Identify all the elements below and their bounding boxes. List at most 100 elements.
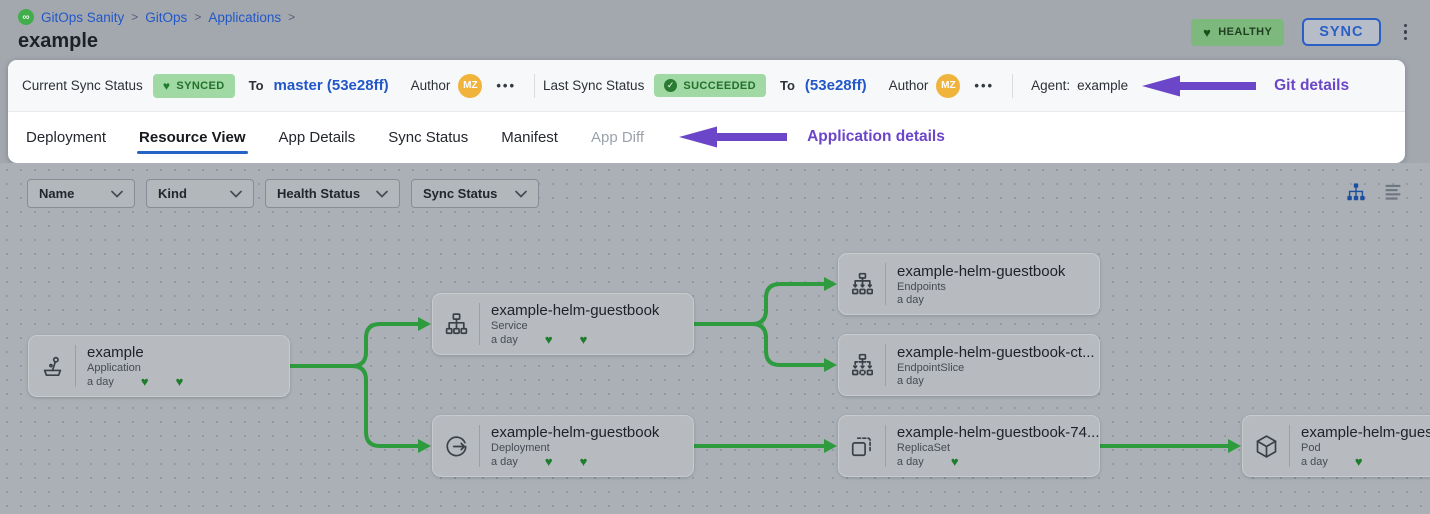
node-name: example-helm-guestbook	[491, 302, 660, 319]
gitops-runtime-icon: ∞	[18, 9, 34, 25]
git-details-annotation-arrow-icon	[1142, 75, 1257, 96]
section-divider	[1012, 73, 1014, 98]
filter-label: Name	[39, 186, 75, 201]
filter-health-status-dropdown[interactable]: Health Status	[265, 179, 400, 208]
service-icon	[433, 311, 479, 338]
node-age: a day	[897, 293, 924, 306]
heart-icon: ♥	[950, 454, 959, 468]
filter-label: Kind	[158, 186, 187, 201]
synced-badge: ♥ SYNCED	[152, 73, 235, 98]
tab-manifest[interactable]: Manifest	[501, 128, 558, 146]
synced-badge-label: SYNCED	[176, 79, 225, 92]
pod-icon	[1243, 433, 1289, 460]
node-kind: Pod	[1301, 442, 1321, 454]
chevron-down-icon	[111, 190, 123, 198]
node-name: example-helm-guestbook-ct...	[897, 343, 1095, 361]
current-revision-link[interactable]: master (53e28ff)	[273, 77, 389, 94]
sync-button[interactable]: SYNC	[1302, 18, 1381, 46]
more-options-icon[interactable]: •••	[974, 78, 995, 93]
author-avatar[interactable]: MZ	[936, 73, 961, 98]
node-name: example-helm-guest	[1301, 424, 1430, 441]
more-options-icon[interactable]: •••	[496, 78, 517, 93]
heart-icon: ♥	[544, 332, 553, 346]
application-details-card: Current Sync Status ♥ SYNCED To master (…	[8, 60, 1405, 163]
author-label: Author	[410, 78, 451, 93]
node-age: a day	[896, 455, 924, 468]
health-status-badge: ♥ HEALTHY	[1191, 18, 1285, 46]
node-kind: Application	[87, 362, 141, 374]
tab-sync-status[interactable]: Sync Status	[388, 128, 469, 146]
node-divider	[479, 303, 480, 345]
node-age: a day	[87, 375, 114, 388]
author-avatar[interactable]: MZ	[458, 73, 483, 98]
node-name: example	[87, 344, 144, 361]
node-age: a day	[1301, 455, 1328, 468]
node-divider	[885, 263, 886, 305]
resource-tree-canvas: Name Kind Health Status Sync Status	[0, 163, 1430, 514]
filter-sync-status-dropdown[interactable]: Sync Status	[411, 179, 539, 208]
filter-kind-dropdown[interactable]: Kind	[146, 179, 254, 208]
git-details-annotation: Git details	[1274, 76, 1350, 94]
node-age: a day	[897, 374, 924, 387]
view-toggle	[1345, 181, 1404, 203]
replicaset-icon	[839, 433, 885, 460]
author-label: Author	[888, 78, 929, 93]
endpointslice-icon	[839, 352, 885, 379]
succeeded-badge: ✓ SUCCEEDED	[654, 74, 766, 97]
heart-icon: ♥	[175, 374, 184, 388]
node-name: example-helm-guestbook-74...	[896, 424, 1099, 441]
filter-label: Sync Status	[423, 186, 498, 201]
tab-app-diff[interactable]: App Diff	[590, 128, 645, 146]
application-icon	[29, 353, 75, 380]
agent-value: example	[1077, 78, 1129, 93]
node-body: example-helm-guestbook-ct...EndpointSlic…	[886, 344, 1095, 387]
check-circle-icon: ✓	[664, 79, 678, 92]
node-name: example-helm-guestbook	[491, 424, 660, 441]
deployment-icon	[433, 433, 479, 460]
heart-icon: ♥	[162, 78, 171, 93]
chevron-down-icon	[376, 190, 388, 198]
filters-bar: Name Kind Health Status Sync Status	[27, 179, 539, 208]
node-kind: ReplicaSet	[896, 442, 951, 454]
last-revision-link[interactable]: (53e28ff)	[804, 77, 867, 94]
node-kind: Service	[491, 320, 528, 332]
breadcrumb: ∞ GitOps Sanity > GitOps > Applications …	[18, 9, 295, 25]
breadcrumb-link-applications[interactable]: Applications	[208, 9, 282, 25]
application-details-annotation-arrow-icon	[679, 126, 788, 148]
heart-icon: ♥	[579, 332, 588, 346]
node-age: a day	[491, 333, 518, 346]
tab-resource-view[interactable]: Resource View	[137, 112, 248, 162]
breadcrumb-link-gitops[interactable]: GitOps	[145, 9, 188, 25]
heart-icon: ♥	[1203, 24, 1212, 40]
tree-view-icon[interactable]	[1345, 181, 1367, 203]
breadcrumb-separator: >	[288, 10, 296, 24]
breadcrumb-link-gitops-sanity[interactable]: GitOps Sanity	[41, 9, 125, 25]
graph-node-endpointslice[interactable]: example-helm-guestbook-ct...EndpointSlic…	[838, 334, 1100, 396]
filter-name-dropdown[interactable]: Name	[27, 179, 135, 208]
health-badge-label: HEALTHY	[1218, 26, 1273, 38]
heart-icon: ♥	[1354, 454, 1363, 468]
list-view-icon[interactable]	[1382, 181, 1404, 203]
node-divider	[884, 425, 886, 467]
node-name: example-helm-guestbook	[897, 262, 1066, 280]
to-label: To	[248, 78, 264, 93]
heart-icon: ♥	[140, 374, 149, 388]
chevron-down-icon	[230, 190, 242, 198]
filter-label: Health Status	[277, 186, 361, 201]
tab-app-details[interactable]: App Details	[278, 128, 356, 146]
node-divider	[479, 425, 480, 467]
tab-deployment[interactable]: Deployment	[26, 128, 107, 146]
application-details-annotation: Application details	[807, 128, 945, 145]
kebab-menu-icon[interactable]	[1399, 20, 1413, 45]
breadcrumb-separator: >	[194, 10, 202, 24]
